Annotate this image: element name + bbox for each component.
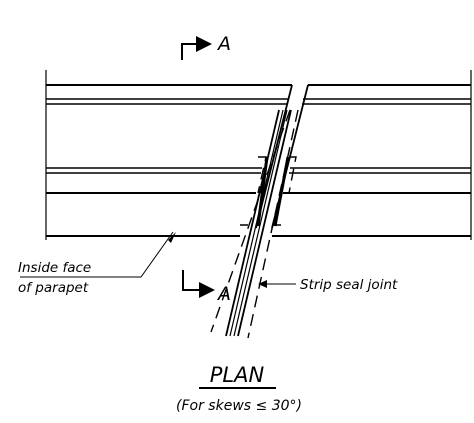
parapet-leader [20, 231, 174, 278]
section-marker-top: A [181, 33, 231, 60]
less-equal-symbol: ≤ [256, 398, 268, 414]
joint-thickened [256, 156, 290, 227]
strip-seal-joint [225, 109, 292, 337]
parapet-leader-arrow [168, 232, 176, 243]
plan-title: PLAN [210, 363, 265, 387]
joint-callout-label: Strip seal joint [300, 277, 398, 293]
parapet-lines-right [272, 84, 471, 237]
parapet-callout: Inside face of parapet [18, 231, 176, 296]
section-label-top: A [216, 33, 231, 55]
joint-leader-arrow [258, 280, 267, 288]
section-label-bottom: A [216, 283, 231, 305]
title-block: PLAN (For skews ≤ 30°) [176, 363, 302, 414]
plan-subtitle: (For skews ≤ 30°) [176, 398, 302, 414]
parapet-callout-line1: Inside face [18, 260, 91, 276]
section-marker-bottom: A [182, 270, 231, 305]
parapet-callout-line2: of parapet [18, 280, 89, 296]
joint-callout: Strip seal joint [258, 277, 398, 293]
parapet-lines-left [46, 84, 292, 237]
